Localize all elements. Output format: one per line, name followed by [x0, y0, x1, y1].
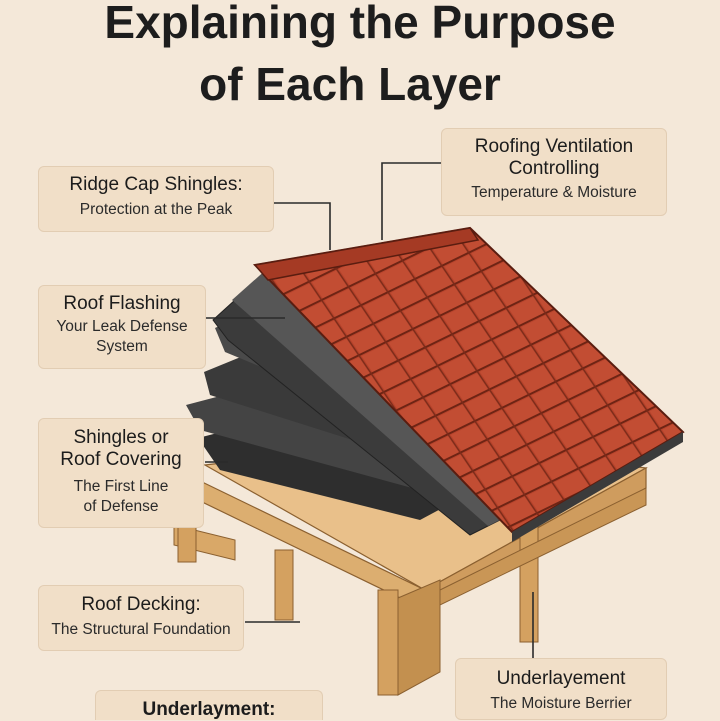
roof-underside	[512, 432, 683, 542]
underlayement-heading: Underlayement	[496, 668, 626, 689]
ventilation-heading-1: Roofing Ventilation	[474, 136, 634, 157]
callout-shingles: Shingles or Roof Covering The First Line…	[38, 418, 204, 528]
shingles-heading-1: Shingles or	[73, 427, 169, 448]
underlayment-heading: Underlayment:	[142, 699, 276, 720]
post-front	[377, 589, 399, 696]
beam-right	[439, 487, 647, 606]
ridge-cap-sub: Protection at the Peak	[79, 201, 233, 218]
callout-decking: Roof Decking: The Structural Foundation	[38, 585, 244, 651]
membrane-layers	[186, 268, 501, 536]
post-right	[519, 521, 539, 643]
ridge-cap-heading: Ridge Cap Shingles:	[69, 174, 243, 195]
leader-ridge-cap	[272, 202, 331, 250]
callout-underlayement: Underlayement The Moisture Berrier	[455, 658, 667, 720]
gable-edge	[232, 268, 500, 526]
post-front-side	[397, 579, 441, 696]
flashing-sub-1: Your Leak Defense	[56, 318, 188, 335]
callout-flashing: Roof Flashing Your Leak Defense System	[38, 285, 206, 369]
shingles-heading-2: Roof Covering	[60, 449, 182, 470]
post-mid	[274, 549, 294, 621]
flashing-heading: Roof Flashing	[63, 293, 181, 314]
callout-ridge-cap: Ridge Cap Shingles: Protection at the Pe…	[38, 166, 274, 232]
leader-ventilation	[381, 162, 442, 240]
ventilation-sub: Temperature & Moisture	[471, 184, 637, 201]
decking-heading: Roof Decking:	[81, 594, 201, 615]
shingle-roof	[252, 226, 685, 542]
shingles-sub-1: The First Line	[73, 478, 169, 495]
layer-3	[186, 385, 430, 488]
shingles-sub-2: of Defense	[83, 498, 159, 515]
callout-underlayment: Underlayment:	[95, 690, 323, 720]
ventilation-heading-2: Controlling	[508, 158, 600, 179]
title-line-2: of Each Layer	[199, 58, 501, 110]
underlayement-sub: The Moisture Berrier	[490, 695, 632, 712]
callout-ventilation: Roofing Ventilation Controlling Temperat…	[441, 128, 667, 216]
title-line-1: Explaining the Purpose	[104, 0, 616, 48]
decking-sub: The Structural Foundation	[51, 621, 231, 638]
leader-lines	[205, 162, 534, 660]
flashing-sub-2: System	[96, 338, 148, 355]
ridge-cap	[253, 227, 480, 281]
